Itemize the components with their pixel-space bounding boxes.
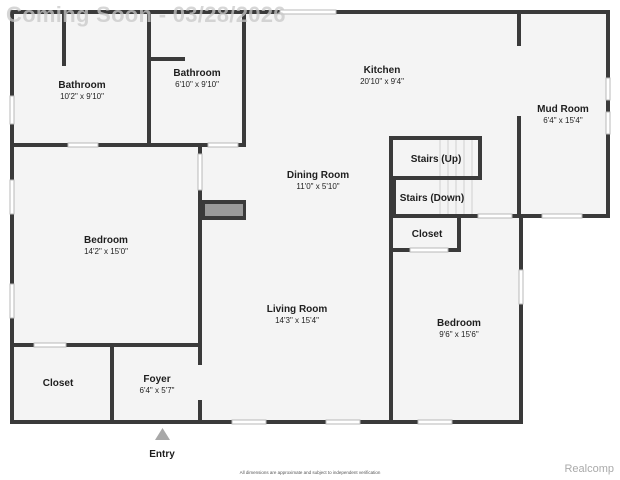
bathroom-left-name: Bathroom	[58, 80, 105, 91]
foyer-name: Foyer	[143, 374, 170, 385]
closet-left-label: Closet	[43, 378, 74, 389]
bedroom-right-dims: 9'6" x 15'6"	[439, 330, 479, 339]
bedroom-left-dims: 14'2" x 15'0"	[84, 247, 128, 256]
closet-right-label: Closet	[412, 229, 443, 240]
dimensions-disclaimer: All dimensions are approximate and subje…	[239, 470, 381, 475]
stairs-down-label: Stairs (Down)	[400, 193, 464, 204]
stairs-up-label: Stairs (Up)	[411, 154, 462, 165]
bathroom-left-dims: 10'2" x 9'10"	[60, 92, 104, 101]
mud-room-dims: 6'4" x 15'4"	[543, 116, 583, 125]
bathroom-right-dims: 6'10" x 9'10"	[175, 80, 219, 89]
entry-label: Entry	[149, 449, 175, 460]
living-room-dims: 14'3" x 15'4"	[275, 316, 319, 325]
bedroom-right-name: Bedroom	[437, 318, 481, 329]
dining-room-name: Dining Room	[287, 170, 349, 181]
living-room-name: Living Room	[267, 304, 328, 315]
brand-logo: Realcomp	[564, 463, 614, 475]
entry-arrow-icon	[155, 428, 170, 440]
stair-treads	[439, 140, 473, 214]
bedroom-left-name: Bedroom	[84, 235, 128, 246]
mud-room-name: Mud Room	[537, 104, 589, 115]
coming-soon-watermark: Coming Soon - 03/28/2026	[6, 2, 286, 27]
kitchen-name: Kitchen	[364, 65, 401, 76]
foyer-dims: 6'4" x 5'7"	[140, 386, 175, 395]
bathroom-right-name: Bathroom	[173, 68, 220, 79]
windows	[9, 9, 611, 425]
kitchen-dims: 20'10" x 9'4"	[360, 77, 404, 86]
dining-room-dims: 11'0" x 5'10"	[296, 182, 339, 191]
